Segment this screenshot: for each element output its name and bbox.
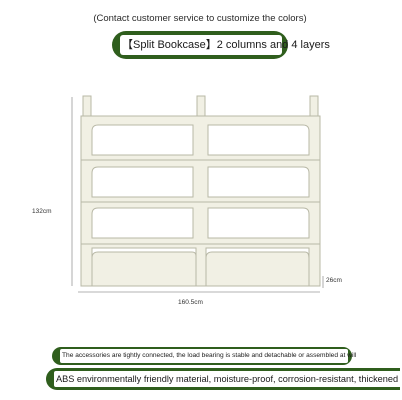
title-banner: 【Split Bookcase】2 columns and 4 layers	[112, 31, 330, 59]
feature-text-2: ABS environmentally friendly material, m…	[54, 371, 402, 387]
product-title: 【Split Bookcase】2 columns and 4 layers	[120, 35, 330, 55]
post-right	[309, 95, 319, 119]
color-customization-note: (Contact customer service to customize t…	[93, 13, 307, 24]
post-left	[82, 95, 92, 119]
feature-banner-1: The accessories are tightly connected, t…	[52, 347, 356, 365]
bookcase-frame	[80, 115, 321, 287]
depth-label: 26cm	[326, 277, 342, 284]
feature-text-1: The accessories are tightly connected, t…	[60, 349, 356, 363]
post-middle	[196, 95, 206, 119]
width-label: 160.5cm	[178, 299, 203, 306]
height-label: 132cm	[32, 208, 52, 215]
feature-banner-2: ABS environmentally friendly material, m…	[46, 368, 402, 390]
